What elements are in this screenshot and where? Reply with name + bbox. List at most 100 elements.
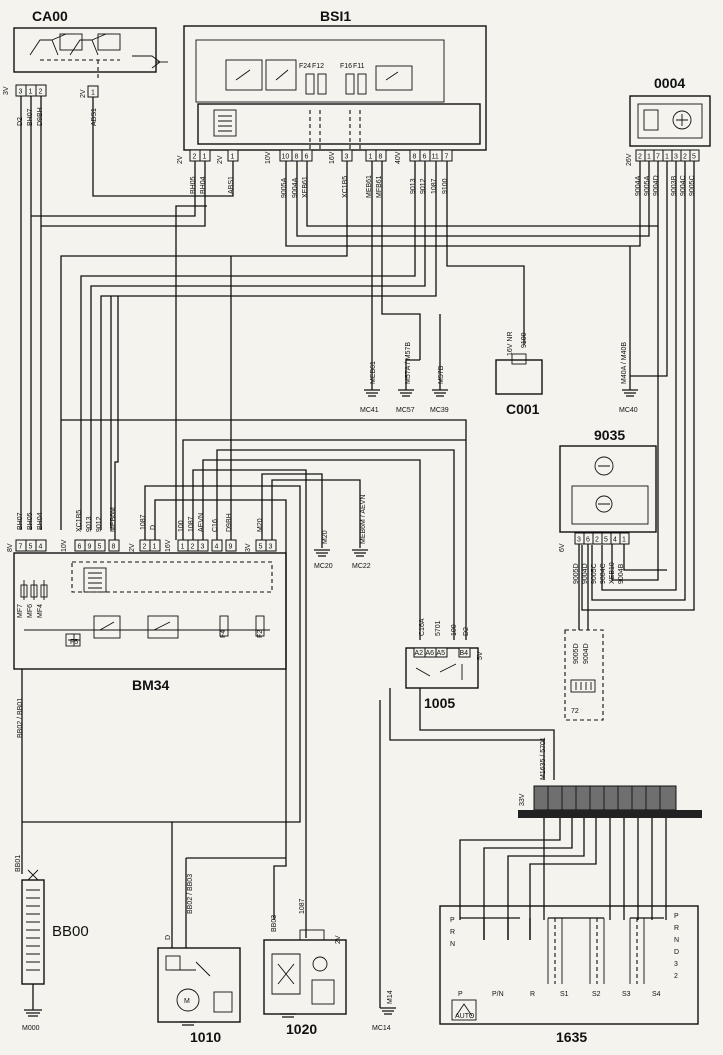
ground-mc41: MEB61 MC41	[360, 361, 380, 414]
ca00-pin: 1	[29, 89, 33, 96]
selector-bottom-s2: S2	[592, 991, 601, 998]
bm34-pin: 1	[181, 544, 185, 551]
bm34-pin: 8	[112, 544, 116, 551]
c1005-wire-100: 100	[451, 624, 458, 636]
selector-left-n: N	[450, 941, 455, 948]
mc41-wire-label: MEB61	[370, 361, 377, 384]
bm34-pin: 5	[259, 544, 263, 551]
ca00-head-voltage: 3V	[3, 86, 10, 95]
mc57-label: MC57	[396, 407, 415, 414]
bm34-pin: 5	[29, 544, 33, 551]
c1005-label: 1005	[424, 695, 455, 711]
bsi-wire-mfb61: MFB61	[376, 175, 383, 198]
c1020-wire-bb03: BB03	[271, 915, 278, 932]
c0004-pin: 5	[692, 154, 696, 161]
bm34-wire-1087b: 1087	[188, 516, 195, 532]
bm34-pin: 9	[88, 544, 92, 551]
bb00-component: BB02 / BB01 BB01 BB00 M000	[15, 669, 172, 1032]
c9035-wire-9004d: 9004D	[582, 563, 589, 584]
bsi-connector-c: 10V 10 8 6	[265, 149, 313, 164]
c1020-label: 1020	[286, 1021, 317, 1037]
ground-mc57: M57A / M57B MC57	[396, 342, 415, 414]
mc57-wire-label: M57A / M57B	[405, 342, 412, 384]
bsi-wire-1087: 1087	[431, 178, 438, 194]
bsi-wire-9100: 9100	[442, 178, 449, 194]
c9035-connector: 3 6 2 5 4 1	[574, 532, 630, 545]
bm34-fuse-f5: F5	[70, 639, 78, 646]
bm34-head-a: 8V	[7, 543, 14, 552]
bsi-pin: 7	[445, 154, 449, 161]
bm34-pin: 3	[269, 544, 273, 551]
bm34-connector-d: 1 2 3 4 9	[177, 539, 237, 552]
selector-right-3: 3	[674, 961, 678, 968]
bsi-pin: 11	[432, 154, 439, 161]
c9035-wire-9004c: 9004C	[600, 563, 607, 584]
bsi-pin: 1	[231, 154, 235, 161]
c0004-pin: 3	[674, 154, 678, 161]
c0004-label: 0004	[654, 75, 685, 91]
c001-pin-label: 9100	[521, 332, 528, 348]
bsi-pin: 6	[305, 154, 309, 161]
c0004-pin: 1	[665, 154, 669, 161]
mc39-label: MC39	[430, 407, 449, 414]
bsi-wire-9013: 9013	[410, 178, 417, 194]
selector-right-p: P	[674, 913, 679, 920]
ca00-pin: 3	[19, 89, 23, 96]
bsi-fuse-f12: F12	[312, 63, 324, 70]
bm34-pin: 1	[153, 544, 157, 551]
m000-label: M000	[22, 1025, 40, 1032]
bm34-component: 8V 7 5 4 10V 6 9 5 8 2V 2 1 16V	[7, 507, 287, 693]
c1635-sub-label: 72	[571, 708, 579, 715]
selector-left-r: R	[450, 929, 455, 936]
bm34-pin: 2	[143, 544, 147, 551]
bsi-pin: 2	[193, 154, 197, 161]
bm34-pin: 7	[19, 544, 23, 551]
bm34-wire-meb6m: MEB6M	[110, 507, 117, 532]
c0004-component: 0004 26V 2 1 7 1 3 2 5 9004A 9005A 9004D…	[626, 75, 711, 196]
bsi-pin: 8	[413, 154, 417, 161]
bm34-wire-m20: M20	[257, 518, 264, 532]
mc20-wire-label: M20	[322, 530, 329, 544]
c9035-pin: 3	[577, 537, 581, 544]
bm34-head-b: 10V	[61, 539, 68, 552]
bsi-fuse-f24: F24	[299, 63, 311, 70]
bm34-wire-bh07: BH07	[17, 512, 24, 530]
bsi1-label: BSI1	[320, 8, 351, 24]
bsi-wire-abs1: ABS1	[228, 176, 235, 194]
bsi-wire-bh04: BH04	[200, 176, 207, 194]
c1005-pin: B4	[460, 650, 469, 657]
c9035-wire-9004b: 9004B	[618, 563, 625, 584]
bsi-head-d: 16V	[329, 151, 336, 164]
bm34-pin: 9	[229, 544, 233, 551]
bsi-wire-9012: 9012	[420, 178, 427, 194]
bm34-wire-d9bh: D9BH	[226, 513, 233, 532]
bsi-pin: 1	[203, 154, 207, 161]
bsi-pin: 6	[423, 154, 427, 161]
c9035-wire-9005d: 9005D	[573, 563, 580, 584]
c001-label: C001	[506, 401, 540, 417]
c0004-head: 26V	[626, 153, 633, 166]
c1005-connector: A2 A6 A5 B4	[413, 647, 471, 658]
bm34-wire-aevn: AEVN	[198, 513, 205, 532]
c1010-wire-bb02: BB02 / BB03	[187, 874, 194, 914]
bm34-fuse-mf6: MF6	[27, 604, 34, 618]
bm34-wire-xc1b5: XC1B5	[76, 510, 83, 532]
ground-mc40: M40A / M40B MC40	[619, 342, 668, 414]
mc22-label: MC22	[352, 563, 371, 570]
c001-head: 16V NR	[507, 331, 514, 356]
ca00-connector: 3 1 2	[15, 84, 47, 97]
bsi-head-a: 2V	[177, 155, 184, 164]
bm34-wire-d: D	[150, 525, 157, 530]
bsi-wire-xc1b5: XC1B5	[342, 176, 349, 198]
selector-bottom-s1: S1	[560, 991, 569, 998]
ground-mc14: M14 MC14	[372, 700, 396, 1032]
bm34-fuse-f2: F2	[257, 630, 264, 638]
bm34-wire-bh05: BH05	[27, 512, 34, 530]
selector-right-n: N	[674, 937, 679, 944]
bm34-wire-bb02: BB02 / BB01	[17, 698, 24, 738]
bsi-pin: 10	[282, 154, 290, 161]
bm34-pin: 4	[215, 544, 219, 551]
bsi-connector-b: 2V 1	[217, 149, 239, 164]
ground-mc20: M20 MC20	[314, 530, 333, 570]
